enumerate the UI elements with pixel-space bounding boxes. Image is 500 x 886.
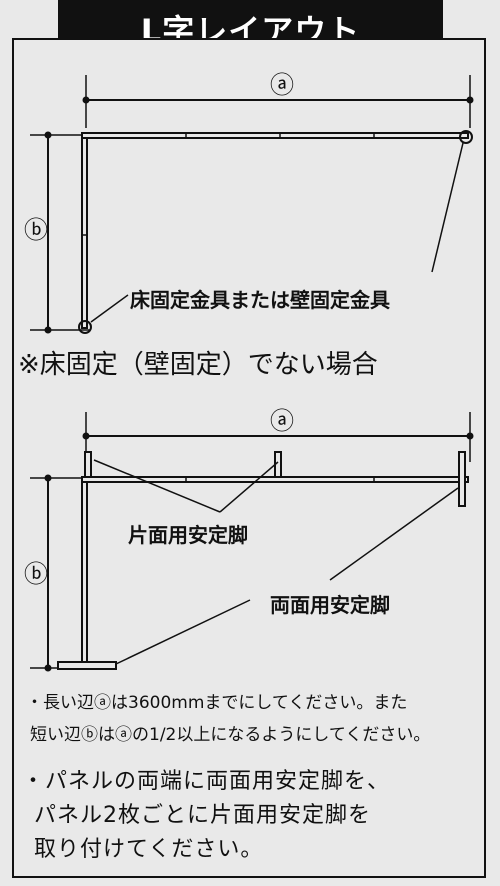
top-dim-b-label: ⓑ	[24, 216, 48, 244]
top-dim-a-label: ⓐ	[270, 71, 294, 99]
top-panel-long	[81, 132, 469, 139]
instruction-line-3: 取り付けてください。	[34, 837, 264, 862]
note-line-1: ・長い辺ⓐは3600mmまでにしてください。また	[26, 693, 408, 713]
section-heading: ※床固定（壁固定）でない場合	[18, 350, 378, 380]
instruction-line-1: ・パネルの両端に両面用安定脚を、	[22, 769, 391, 794]
leg-left-top	[84, 451, 92, 478]
fixing-circle-left	[78, 320, 92, 334]
single-side-leg-label: 片面用安定脚	[128, 523, 248, 547]
note-line-2: 短い辺ⓑはⓐの1/2以上になるようにしてください。	[30, 725, 431, 745]
bottom-dim-a-label: ⓐ	[270, 407, 294, 435]
bottom-dim-b-label: ⓑ	[24, 560, 48, 588]
fixing-bracket-label: 床固定金具または壁固定金具	[130, 288, 390, 312]
leader-fixing-left	[90, 294, 129, 323]
top-panel-short	[81, 137, 88, 329]
leg-bottom	[57, 661, 117, 670]
fixing-circle-right	[459, 130, 473, 144]
instruction-line-2: パネル2枚ごとに片面用安定脚を	[34, 803, 371, 828]
bottom-panel-short	[81, 481, 88, 667]
leg-right	[458, 451, 466, 507]
double-side-leg-label: 両面用安定脚	[270, 593, 390, 617]
leader-fixing-right	[431, 142, 464, 273]
